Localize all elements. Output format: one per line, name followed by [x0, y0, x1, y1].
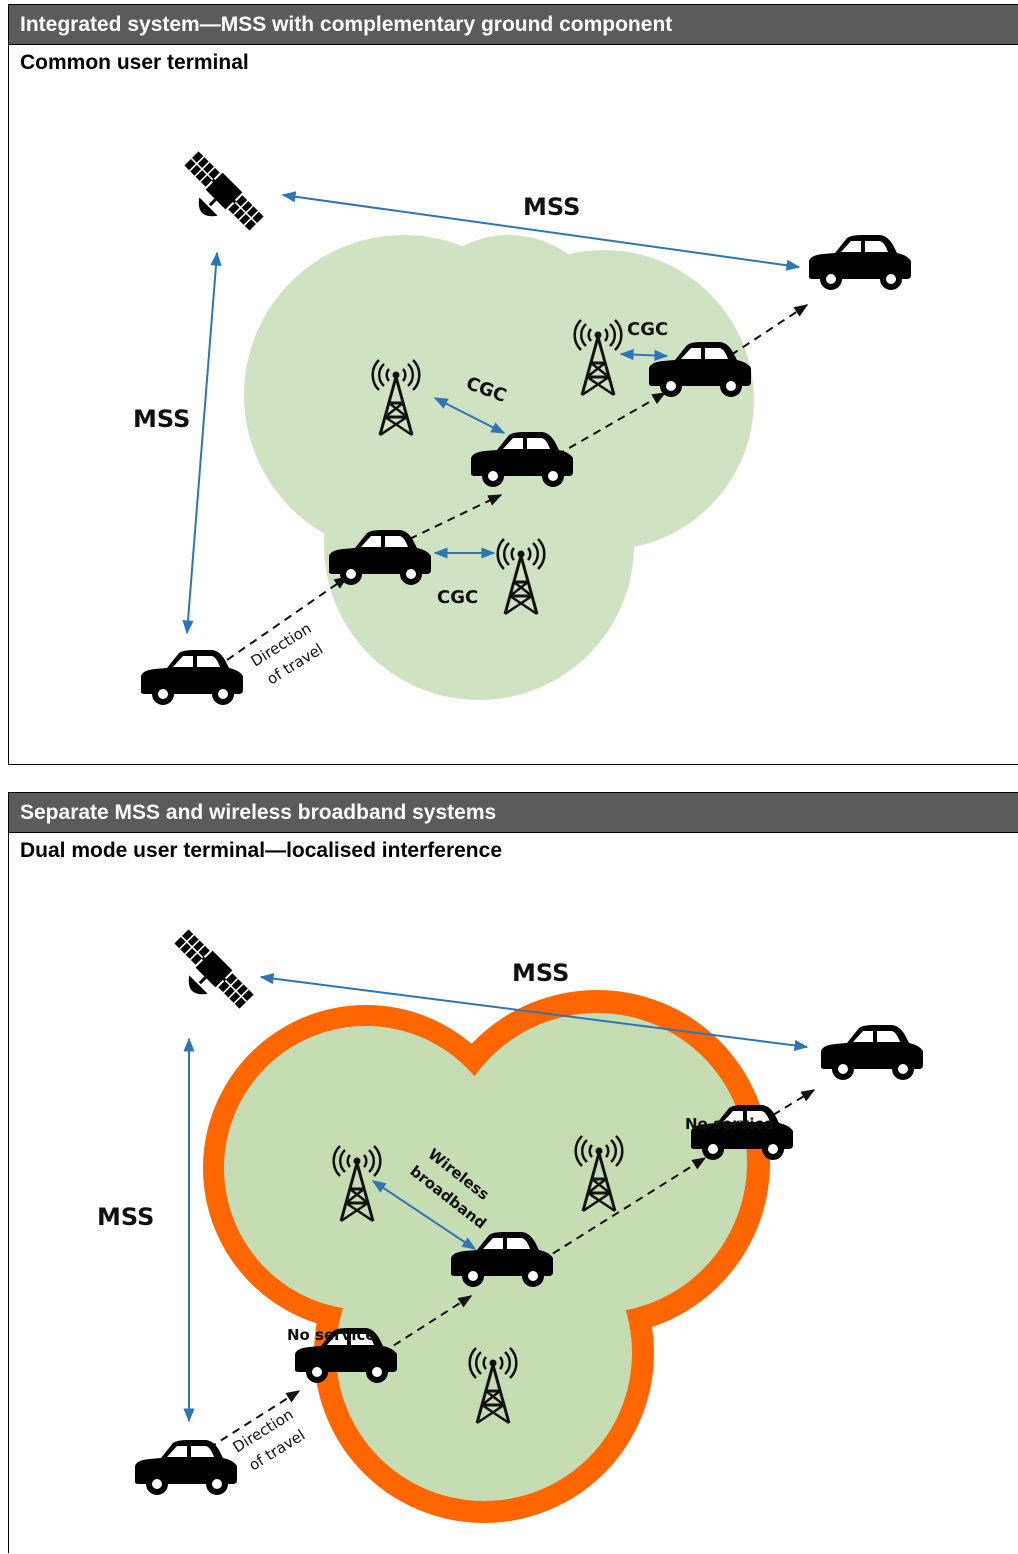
integrated-system-diagram: MSS MSS CGC CGC CGC Direction of travel — [133, 148, 911, 705]
car-icon — [141, 650, 243, 705]
mss-link-left — [182, 251, 222, 635]
travel-path-3 — [540, 1157, 707, 1262]
mss-label: MSS — [97, 1203, 154, 1231]
cgc-label: CGC — [627, 319, 668, 340]
cgc-label: CGC — [437, 587, 478, 608]
travel-path-3 — [556, 392, 667, 456]
mss-label: MSS — [133, 405, 190, 433]
mss-link-top — [281, 191, 801, 271]
travel-path-2 — [381, 1295, 473, 1354]
cgc-link-2 — [619, 348, 669, 362]
mss-link-top — [259, 973, 809, 1051]
panel-separate-systems: Separate MSS and wireless broadband syst… — [8, 792, 1018, 1553]
panel-subtitle: Dual mode user terminal—localised interf… — [20, 839, 502, 862]
car-icon — [821, 1025, 923, 1080]
satellite-icon — [158, 926, 257, 1025]
cgc-link-1 — [433, 397, 506, 434]
separate-systems-diagram: MSS MSS Wireless broadband No service No… — [97, 926, 923, 1523]
cgc-coverage-area — [244, 235, 754, 700]
travel-path-1 — [208, 1390, 301, 1449]
no-service-label: No service — [685, 1115, 774, 1133]
wireless-broadband-link — [371, 1180, 477, 1250]
panel-title: Integrated system—MSS with complementary… — [9, 5, 1018, 45]
panel-title: Separate MSS and wireless broadband syst… — [9, 793, 1018, 833]
travel-path-2 — [396, 494, 503, 546]
mss-label: MSS — [512, 959, 569, 987]
panel-subtitle: Common user terminal — [20, 51, 249, 74]
car-icon — [135, 1440, 237, 1495]
no-service-label: No service — [287, 1326, 376, 1344]
travel-path-4 — [730, 304, 809, 356]
travel-path-4 — [772, 1089, 816, 1116]
mss-label: MSS — [523, 193, 580, 221]
travel-path-1 — [226, 576, 349, 661]
satellite-icon — [168, 148, 267, 247]
panel-integrated-system: Integrated system—MSS with complementary… — [8, 4, 1018, 765]
car-icon — [809, 235, 911, 290]
